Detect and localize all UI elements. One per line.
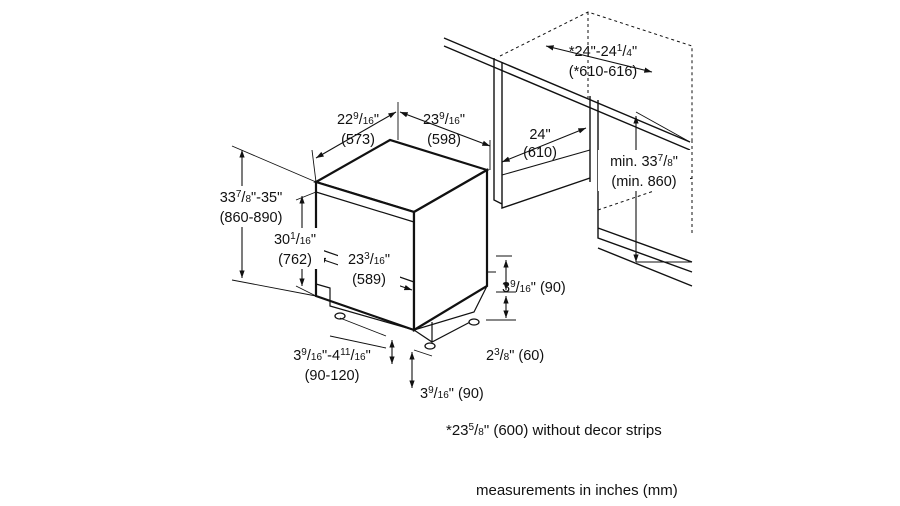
left-wall-panel	[493, 58, 591, 209]
label-cabinet-height: min. 337/8" (min. 860)	[598, 150, 690, 191]
dim-dw-width	[399, 111, 491, 147]
dim-dw-depth	[315, 111, 397, 159]
extension-lines	[231, 102, 692, 357]
label-door-width: 233/16" (589)	[338, 248, 400, 289]
feet	[334, 312, 480, 350]
label-dishwasher-depth: 229/16" (573)	[336, 111, 379, 148]
label-dishwasher-height: 337/8"-35" (860-890)	[210, 186, 292, 227]
label-cabinet-width: 24" (610)	[523, 127, 557, 161]
units-note: measurements in inches (mm)	[476, 482, 678, 499]
label-door-height: 301/16" (762)	[266, 228, 324, 269]
dim-cab-width	[501, 127, 587, 163]
label-leg-range: 39/16"-411/16" (90-120)	[293, 347, 371, 384]
dim-cab-depth	[545, 45, 653, 73]
dishwasher-outline	[313, 138, 490, 332]
label-kick-depth: 39/16" (90)	[420, 385, 484, 402]
right-wall-panel	[589, 96, 693, 287]
label-cabinet-depth: *24"-241/4" (*610-616)	[568, 43, 638, 80]
countertop-edge	[443, 37, 691, 151]
footnote-decor-strips: *235/8" (600) without decor strips	[446, 422, 662, 439]
label-dishwasher-width: 239/16" (598)	[422, 111, 465, 148]
label-toe-kick-height: 39/16" (90)	[502, 279, 566, 296]
label-foot-height: 23/8" (60)	[486, 347, 545, 364]
